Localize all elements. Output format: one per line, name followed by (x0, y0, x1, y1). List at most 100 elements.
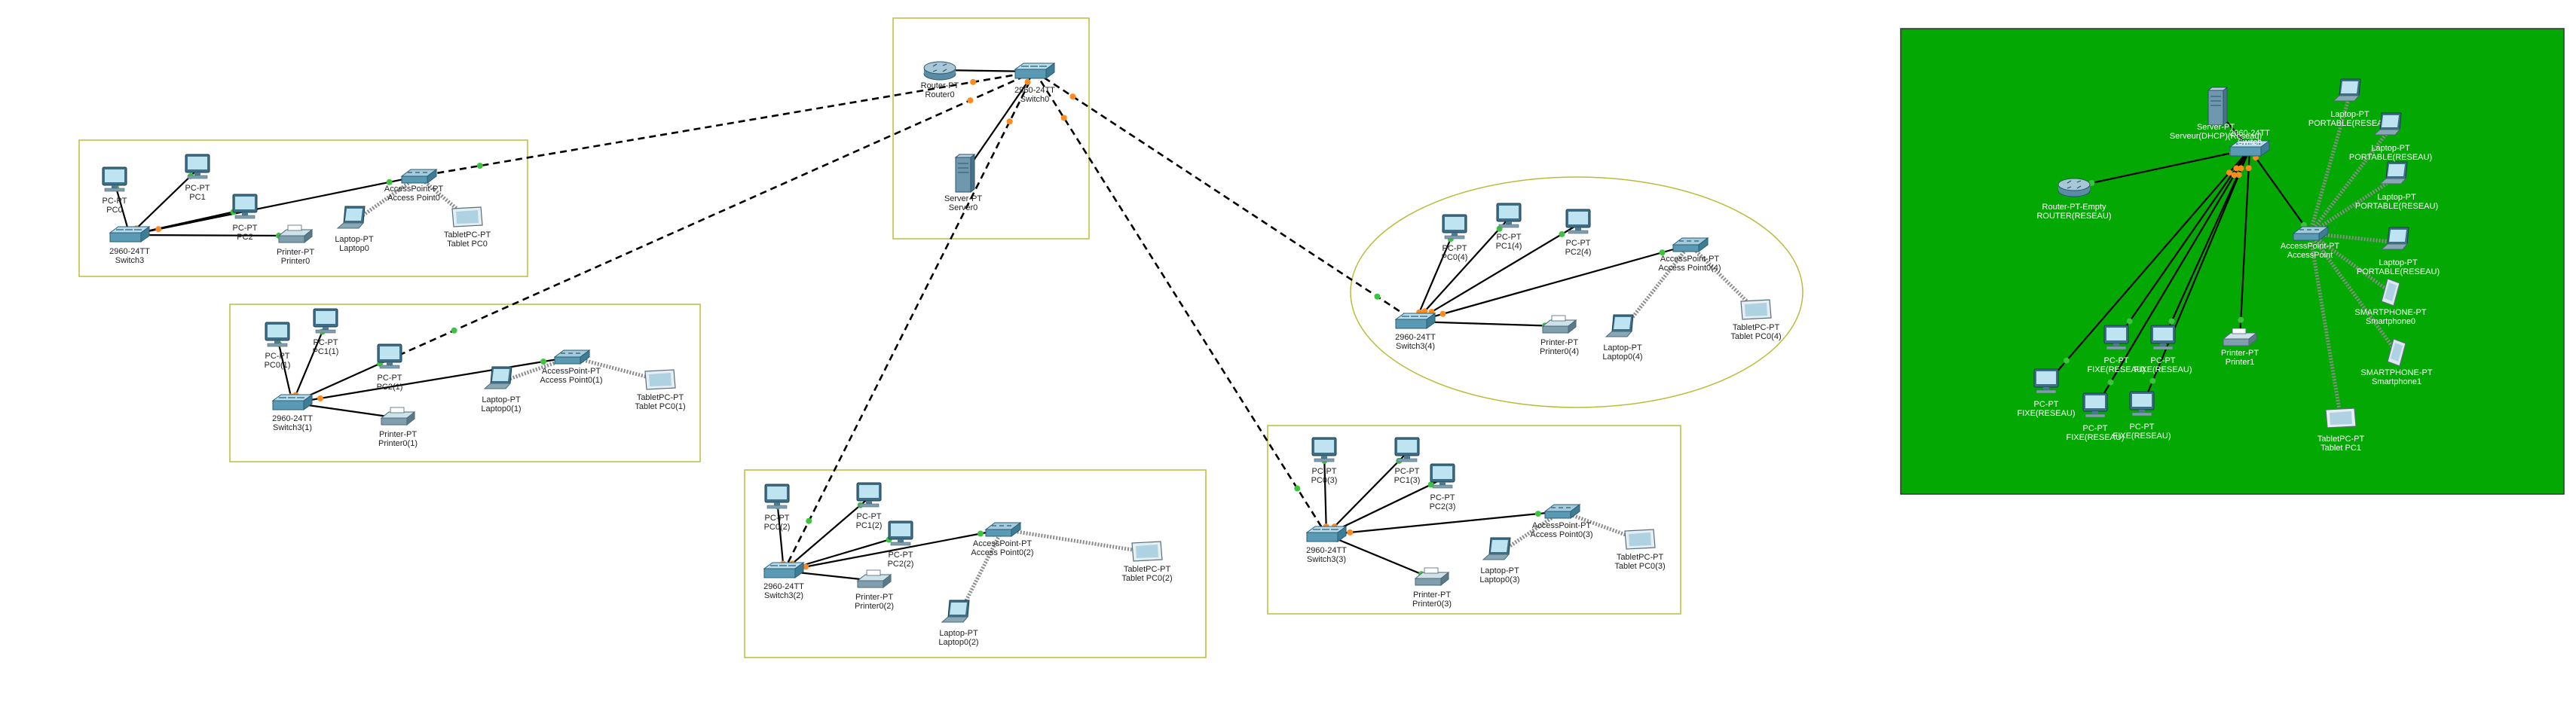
switch-icon[interactable] (1394, 313, 1436, 329)
ap-icon[interactable] (1543, 504, 1581, 519)
switch-icon[interactable] (1305, 526, 1348, 542)
pc-icon[interactable] (2033, 368, 2059, 394)
device-name-label: Switch3(4) (1396, 342, 1435, 351)
ap-icon[interactable] (400, 169, 438, 184)
laptop-icon[interactable] (336, 206, 366, 229)
link-port-indicator (2149, 377, 2156, 384)
pc-icon[interactable] (2129, 391, 2155, 417)
device-model-label: Laptop-PT (1480, 566, 1519, 575)
pc-icon[interactable] (102, 166, 127, 192)
laptop-icon[interactable] (2332, 78, 2361, 102)
pc-icon[interactable] (764, 484, 790, 509)
tablet-icon[interactable] (1624, 529, 1656, 550)
switch-icon[interactable] (1014, 63, 1056, 79)
device-name-label: Switch (2238, 138, 2262, 147)
server-icon[interactable] (954, 153, 976, 194)
printer-icon[interactable] (277, 224, 314, 244)
laptop-icon[interactable] (2379, 161, 2408, 185)
ethernet-link (1415, 224, 1579, 322)
switch-icon[interactable] (2229, 140, 2271, 157)
pc-icon[interactable] (2150, 325, 2176, 350)
link-port-indicator (1069, 93, 1076, 100)
device-model-label: 2960-24TT (1306, 546, 1347, 555)
device-model-label: TabletPC-PT (637, 393, 684, 402)
tablet-icon[interactable] (1131, 541, 1163, 562)
router-icon[interactable] (923, 61, 956, 81)
device-model-label: PC-PT (378, 374, 402, 383)
pc-icon[interactable] (1565, 209, 1591, 234)
device-name-label: Printer0(3) (1412, 600, 1452, 609)
pc-icon[interactable] (185, 154, 210, 179)
ap-icon[interactable] (2292, 226, 2330, 241)
router-icon[interactable] (2057, 178, 2091, 197)
pc-icon[interactable] (1496, 203, 1522, 228)
device-name-label: PORTABLE(RESEAU) (2355, 202, 2438, 211)
link-port-indicator (2126, 318, 2133, 325)
device-name-label: Laptop0(2) (938, 638, 978, 647)
device-name-label: PC1 (189, 193, 205, 202)
link-port-indicator (386, 179, 393, 185)
tablet-icon[interactable] (1740, 299, 1772, 320)
phone-icon[interactable] (2387, 338, 2406, 367)
device-name-label: Tablet PC0(2) (1121, 574, 1172, 583)
device-name-label: PC0(2) (764, 523, 791, 532)
device-model-label: AccessPoint-PT (973, 539, 1033, 548)
link-port-indicator (2238, 165, 2244, 172)
ap-icon[interactable] (1672, 237, 1709, 252)
tablet-icon[interactable] (451, 206, 483, 227)
device-name-label: FIXE(RESEAU) (2017, 409, 2075, 418)
printer-icon[interactable] (2222, 328, 2258, 347)
pc-icon[interactable] (232, 194, 258, 219)
laptop-icon[interactable] (1482, 537, 1511, 560)
device-model-label: 2960-24TT (109, 247, 150, 256)
pc-icon[interactable] (1394, 437, 1420, 462)
trunk-link (1034, 70, 1416, 323)
device-name-label: Server0 (949, 203, 978, 212)
switch-icon[interactable] (271, 394, 314, 410)
pc-icon[interactable] (1311, 437, 1337, 462)
printer-icon[interactable] (1414, 567, 1450, 587)
phone-icon[interactable] (2381, 278, 2400, 307)
tablet-icon[interactable] (644, 369, 676, 390)
laptop-icon[interactable] (2380, 227, 2409, 250)
laptop-icon[interactable] (1605, 314, 1634, 337)
switch-icon[interactable] (763, 562, 805, 578)
link-port-indicator (1534, 511, 1541, 517)
device-name-label: Tablet PC0(1) (635, 402, 685, 411)
pc-icon[interactable] (2082, 392, 2108, 418)
wireless-link (2308, 232, 2399, 354)
ethernet-link (291, 323, 327, 404)
device-model-label: PC-PT (233, 224, 258, 233)
printer-icon[interactable] (856, 569, 892, 589)
ap-icon[interactable] (984, 522, 1022, 537)
ap-icon[interactable] (553, 349, 591, 365)
switch-icon[interactable] (109, 226, 151, 243)
link-port-indicator (970, 78, 977, 85)
pc-icon[interactable] (1430, 463, 1455, 489)
pc-icon[interactable] (377, 343, 402, 369)
tablet-icon[interactable] (2325, 407, 2357, 429)
pc-icon[interactable] (888, 520, 913, 546)
link-port-indicator (1024, 78, 1031, 85)
pc-icon[interactable] (2103, 325, 2129, 350)
device-model-label: PC-PT (2151, 356, 2176, 365)
pc-icon[interactable] (856, 482, 882, 508)
pc-icon[interactable] (265, 322, 290, 347)
device-name-label: FIXE(RESEAU) (2113, 432, 2171, 441)
ethernet-link (2140, 148, 2251, 407)
laptop-icon[interactable] (483, 366, 512, 389)
server-icon[interactable] (2207, 86, 2229, 127)
pc-icon[interactable] (313, 308, 338, 334)
printer-icon[interactable] (1541, 315, 1577, 334)
device-name-label: Printer0 (281, 257, 311, 266)
ethernet-link (1415, 243, 1690, 323)
link-port-indicator (1347, 529, 1354, 536)
device-model-label: AccessPoint-PT (384, 185, 444, 194)
device-model-label: AccessPoint-PT (1532, 521, 1592, 530)
ethernet-link (2094, 148, 2250, 409)
printer-icon[interactable] (380, 407, 416, 426)
laptop-icon[interactable] (2373, 112, 2402, 136)
pc-icon[interactable] (1442, 214, 1467, 240)
laptop-icon[interactable] (941, 600, 970, 623)
